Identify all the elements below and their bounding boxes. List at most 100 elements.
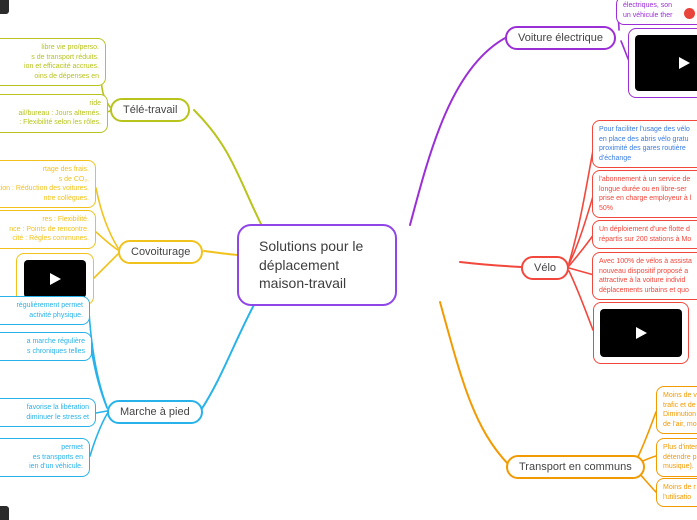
node-text-line: s chroniques telles: [27, 347, 85, 355]
node-text-line: Plus d'inter: [663, 444, 697, 451]
node-text-line: rtage des frais.: [42, 166, 89, 173]
node-teletravail-hybride[interactable]: ride ail/bureau : Jours alternés. : Flex…: [0, 94, 108, 133]
branch-marche-label: Marche à pied: [120, 406, 190, 418]
play-icon[interactable]: [49, 273, 61, 285]
node-voiture-video[interactable]: [628, 28, 697, 98]
node-text-line: Pour faciliter l'usage des vélo: [599, 126, 690, 133]
node-text-line: proximité des gares routière: [599, 145, 686, 152]
edge-velo-node3: [568, 267, 595, 276]
node-text-line: déplacements urbains et quo: [599, 286, 689, 294]
node-transport-cout[interactable]: Moins de r l'utilisatio: [656, 478, 697, 507]
node-velo-assistance[interactable]: Avec 100% de vélos à assista nouveau dis…: [592, 252, 697, 300]
node-teletravail-benefits[interactable]: libre vie pro/perso. s de transport rédu…: [0, 38, 106, 86]
edge-velo-video: [568, 270, 594, 331]
branch-marche-a-pied[interactable]: Marche à pied: [107, 400, 203, 424]
node-text-line: favorise la libération: [26, 404, 89, 411]
node-text-line: nce : Points de rencontre.: [9, 225, 89, 233]
branch-teletravail-label: Télé-travail: [123, 104, 178, 116]
edge-covoiturage-node1: [95, 231, 119, 251]
edge-marche-node2: [95, 410, 108, 414]
node-transport-detente[interactable]: Plus d'inter détendre p musique).: [656, 438, 697, 477]
node-text-line: ntre collègues.: [43, 194, 89, 202]
node-text-line: res : Flexibilité.: [42, 216, 89, 223]
branch-velo-label: Vélo: [534, 262, 557, 274]
window-chrome-fragment-bottom: [0, 506, 9, 520]
branch-velo[interactable]: Vélo: [521, 256, 570, 280]
recording-indicator-dot: [684, 8, 695, 19]
node-text-line: s de transport réduits.: [31, 53, 99, 61]
node-velo-abonnement[interactable]: l'abonnement à un service de longue duré…: [592, 170, 697, 218]
node-text-line: a marche régulière: [26, 338, 85, 345]
node-text-line: régulièrement permet: [16, 302, 83, 309]
node-velo-stations[interactable]: Un déploiement d'une flotte d répartis s…: [592, 220, 697, 249]
node-marche-economie[interactable]: permet es transports en ien d'un véhicul…: [0, 438, 90, 477]
node-text-line: Moins de r: [663, 484, 696, 491]
node-text-line: es transports en: [32, 453, 83, 461]
node-transport-trafic[interactable]: Moins de v trafic et de Diminution de l'…: [656, 386, 697, 434]
node-text-line: Diminution: [663, 411, 697, 418]
node-text-line: ation : Réduction des voitures.: [0, 185, 89, 192]
node-text-line: l'utilisatio: [663, 493, 692, 501]
node-velo-video[interactable]: [593, 302, 689, 364]
play-icon[interactable]: [678, 57, 690, 69]
node-covoiturage-benefits[interactable]: rtage des frais. s de CO₂. ation : Réduc…: [0, 160, 96, 208]
window-chrome-fragment-top: [0, 0, 9, 14]
node-text-line: prise en charge employeur à l: [599, 195, 692, 202]
edge-marche: [200, 300, 257, 411]
node-text-line: ail/bureau : Jours alternés.: [18, 109, 102, 117]
node-text-line: musique).: [663, 463, 694, 470]
video-thumbnail[interactable]: [24, 260, 86, 298]
node-text-line: oins de dépenses en: [34, 72, 99, 80]
node-voiture-comparaison[interactable]: électriques, son un véhicule ther: [616, 0, 697, 25]
node-text-line: l'abonnement à un service de: [599, 176, 691, 183]
node-text-line: 50%: [599, 204, 614, 212]
node-text-line: permet: [61, 444, 83, 451]
edge-velo-node1: [568, 192, 595, 265]
node-text-line: ride: [89, 100, 101, 107]
branch-transport-label: Transport en communs: [519, 461, 632, 473]
video-thumbnail[interactable]: [635, 35, 697, 91]
node-marche-stress[interactable]: favorise la libération diminuer le stres…: [0, 398, 96, 427]
play-icon[interactable]: [635, 327, 647, 339]
central-topic[interactable]: Solutions pour le déplacement maison-tra…: [237, 224, 397, 306]
branch-covoiturage-label: Covoiturage: [131, 246, 191, 258]
node-covoiturage-rules[interactable]: res : Flexibilité. nce : Points de renco…: [0, 210, 96, 249]
node-text-line: diminuer le stress et: [26, 413, 89, 421]
branch-teletravail[interactable]: Télé-travail: [110, 98, 191, 122]
node-text-line: répartis sur 200 stations à Mo: [599, 235, 692, 243]
node-text-line: nouveau dispositif proposé a: [599, 267, 689, 275]
node-marche-activite[interactable]: régulièrement permet activité physique.: [0, 296, 90, 325]
edge-marche-node3: [89, 413, 108, 457]
node-text-line: s de CO₂.: [58, 175, 89, 183]
branch-voiture-label: Voiture électrique: [518, 32, 603, 44]
edge-covoiturage: [203, 250, 239, 256]
edge-transport: [439, 301, 509, 465]
node-text-line: Moins de v: [663, 392, 697, 399]
node-text-line: détendre p: [663, 453, 697, 461]
node-text-line: ion et efficacité accrues.: [24, 63, 99, 70]
edge-transport-node0: [635, 411, 657, 462]
branch-covoiturage[interactable]: Covoiturage: [118, 240, 204, 264]
branch-transport-en-communs[interactable]: Transport en communs: [506, 455, 645, 479]
video-thumbnail[interactable]: [600, 309, 682, 357]
node-marche-sante[interactable]: a marche régulière s chroniques telles: [0, 332, 92, 361]
node-text-line: cité : Règles communes.: [12, 235, 89, 242]
edge-covoiturage-video: [93, 253, 119, 279]
node-text-line: trafic et de: [663, 401, 696, 409]
node-text-line: un véhicule ther: [623, 11, 673, 19]
node-text-line: attractive à la voiture individ: [599, 277, 686, 284]
edge-covoiturage-node0: [95, 187, 119, 249]
node-text-line: libre vie pro/perso.: [41, 44, 99, 51]
node-text-line: d'échange: [599, 154, 632, 162]
edge-teletravail: [193, 109, 263, 227]
branch-voiture-electrique[interactable]: Voiture électrique: [505, 26, 616, 50]
edge-voiture: [409, 36, 508, 226]
node-text-line: longue durée ou en libre-ser: [599, 185, 687, 193]
edge-marche-node0: [88, 311, 108, 408]
central-topic-label: Solutions pour le déplacement maison-tra…: [259, 238, 364, 291]
node-velo-abris[interactable]: Pour faciliter l'usage des vélo en place…: [592, 120, 697, 168]
node-text-line: Avec 100% de vélos à assista: [599, 258, 692, 265]
node-text-line: Un déploiement d'une flotte d: [599, 226, 690, 233]
